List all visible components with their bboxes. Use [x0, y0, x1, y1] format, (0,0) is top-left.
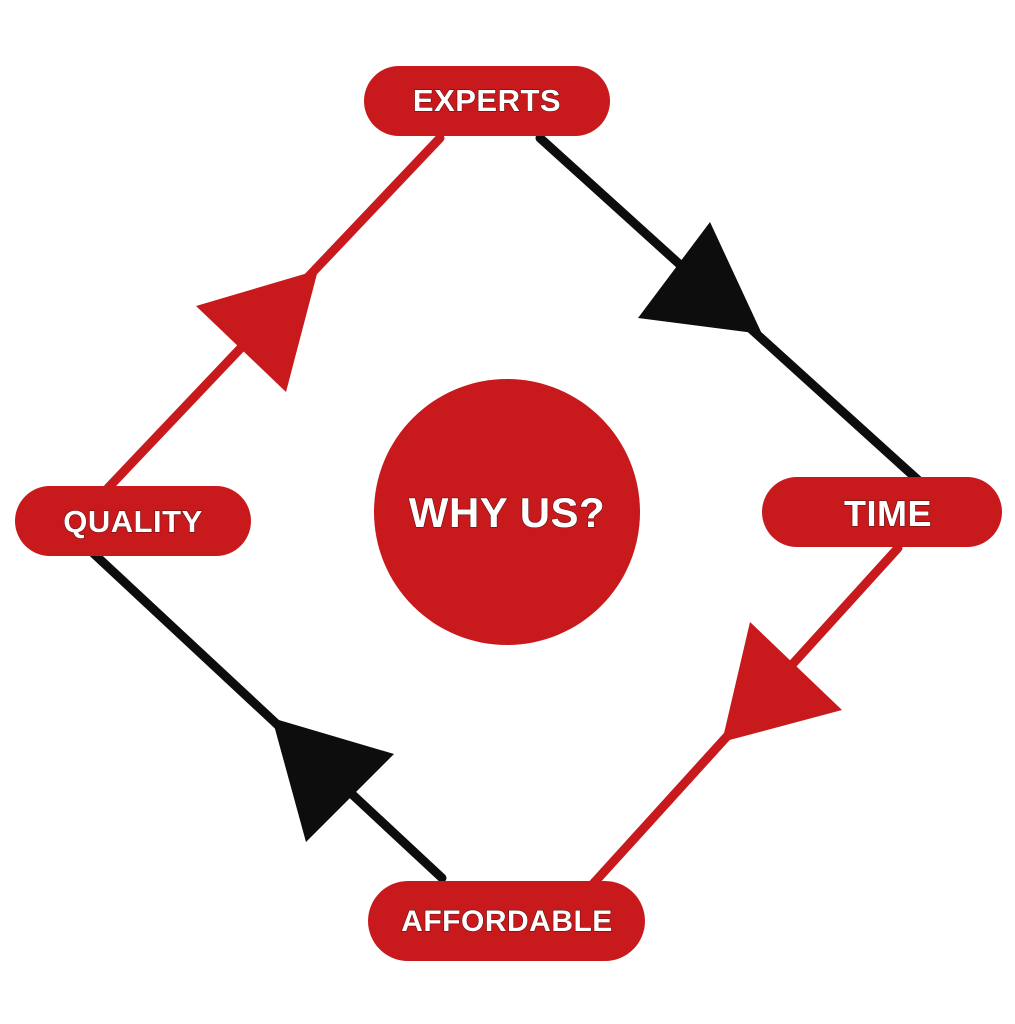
arrow-head-experts-time: [638, 222, 762, 334]
node-affordable-label: AFFORDABLE: [401, 905, 613, 938]
node-quality-pill: [15, 486, 251, 556]
node-experts: EXPERTS: [364, 66, 610, 136]
node-affordable-pill: [368, 881, 645, 961]
node-quality: QUALITY: [15, 486, 251, 556]
center-circle-group: WHY US?: [374, 379, 640, 645]
arrow-head-time-affordable: [722, 622, 842, 742]
arrow-head-quality-experts: [196, 270, 318, 392]
connector-line-affordable-quality: [87, 547, 447, 883]
node-time: TIME: [762, 477, 1002, 547]
node-affordable: AFFORDABLE: [368, 881, 645, 961]
arrow-head-affordable-quality: [272, 718, 394, 842]
node-experts-label: EXPERTS: [413, 83, 561, 118]
connector-experts-to-time: [535, 133, 923, 485]
node-quality-label: QUALITY: [63, 504, 203, 539]
node-time-label: TIME: [844, 493, 932, 534]
node-experts-pill: [364, 66, 610, 136]
node-time-pill: [762, 477, 1002, 547]
connector-time-to-affordable: [587, 543, 903, 890]
center-circle: [374, 379, 640, 645]
connector-quality-to-experts: [103, 133, 445, 493]
connector-affordable-to-quality: [87, 547, 447, 883]
center-label: WHY US?: [409, 489, 605, 536]
